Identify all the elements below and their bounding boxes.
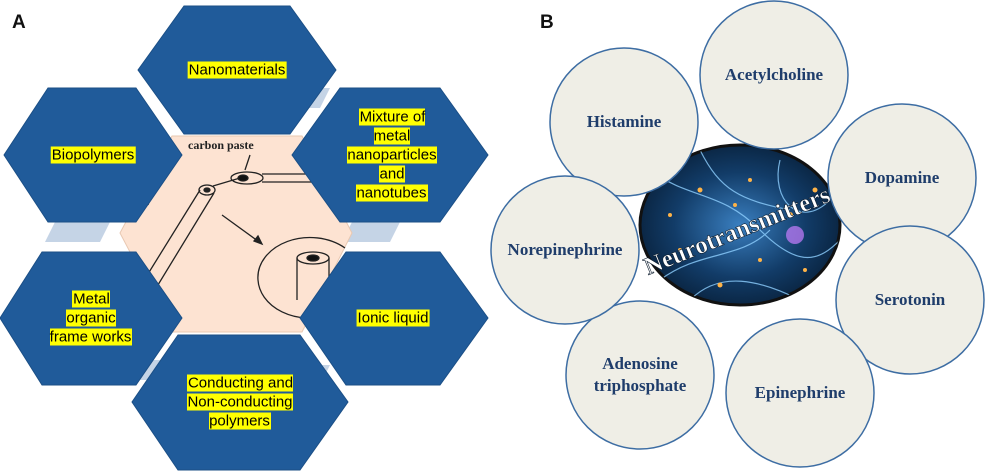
circle-label-histamine: Histamine	[586, 112, 662, 131]
center-hexagon	[119, 135, 353, 333]
circle-norepinephrine	[490, 175, 640, 325]
circle-acetylcholine	[699, 0, 849, 150]
hex-connector	[45, 222, 110, 242]
neurotransmitter-image	[638, 143, 842, 307]
circle-label-acetylcholine: Acetylcholine	[724, 65, 824, 84]
carbon-paste-caption: carbon paste	[188, 138, 254, 152]
hexagon-label-biopolymers: Biopolymers	[50, 146, 136, 164]
circle-histamine	[549, 47, 699, 197]
circle-serotonin	[835, 225, 985, 375]
panel-a-label: A	[12, 12, 26, 33]
circle-label-norepinephrine: Norepinephrine	[507, 240, 623, 259]
hexagon-label-nanomaterials: Nanomaterials	[187, 61, 287, 79]
circle-label-dopamine: Dopamine	[864, 168, 940, 187]
circle-epinephrine	[725, 318, 875, 468]
circle-atp	[565, 300, 715, 450]
hexagon-label-mof: Metal organic frame works	[49, 290, 133, 346]
circle-label-serotonin: Serotonin	[874, 290, 946, 309]
panel-b-label: B	[540, 12, 554, 33]
hexagon-label-polymers: Conducting and Non-conducting polymers	[186, 374, 294, 430]
hexagon-label-mixture: Mixture of metal nanoparticles and nanot…	[347, 108, 437, 202]
hexagon-label-ionic-liquid: Ionic liquid	[356, 309, 430, 327]
circle-label-atp: Adenosine triphosphate	[593, 354, 687, 395]
circle-label-epinephrine: Epinephrine	[754, 383, 846, 402]
hex-connector	[342, 222, 400, 242]
